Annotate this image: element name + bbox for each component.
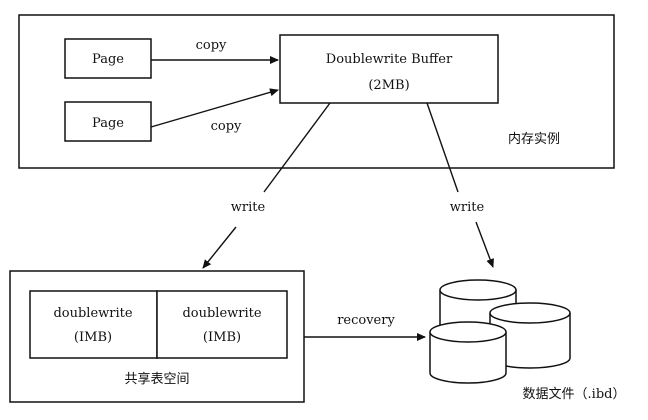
page-box-1 <box>64 38 152 79</box>
shared-tablespace-label: 共享表空间 <box>124 371 189 387</box>
write-line-shared-upper <box>263 102 331 193</box>
write-arrow-datafiles <box>475 221 494 268</box>
copy-label-1: copy <box>196 38 227 53</box>
doublewrite-cell-2-title: doublewrite <box>182 306 261 321</box>
data-files-label: 数据文件（.ibd） <box>523 387 626 402</box>
write-label-shared: write <box>231 200 266 215</box>
write-line-datafiles-upper <box>426 102 459 193</box>
write-arrow-shared <box>202 226 237 269</box>
recovery-label: recovery <box>337 313 395 328</box>
doublewrite-buffer-title: Doublewrite Buffer <box>326 52 453 67</box>
memory-instance-label: 内存实例 <box>508 131 560 147</box>
doublewrite-cell-1-title: doublewrite <box>53 306 132 321</box>
doublewrite-cell-2-size: (IMB) <box>203 330 241 345</box>
copy-arrow-2 <box>150 88 279 128</box>
memory-instance-frame <box>18 14 615 169</box>
data-file-cylinder-3 <box>429 321 507 384</box>
write-label-datafiles: write <box>450 200 485 215</box>
doublewrite-cell-1 <box>29 290 158 359</box>
page-label-2: Page <box>92 116 124 131</box>
doublewrite-buffer-size: (2MB) <box>368 78 409 93</box>
doublewrite-buffer-box <box>279 34 499 104</box>
doublewrite-cell-2 <box>156 290 288 359</box>
doublewrite-cell-1-size: (IMB) <box>74 330 112 345</box>
page-box-2 <box>64 101 152 142</box>
copy-label-2: copy <box>211 119 242 134</box>
page-label-1: Page <box>92 52 124 67</box>
